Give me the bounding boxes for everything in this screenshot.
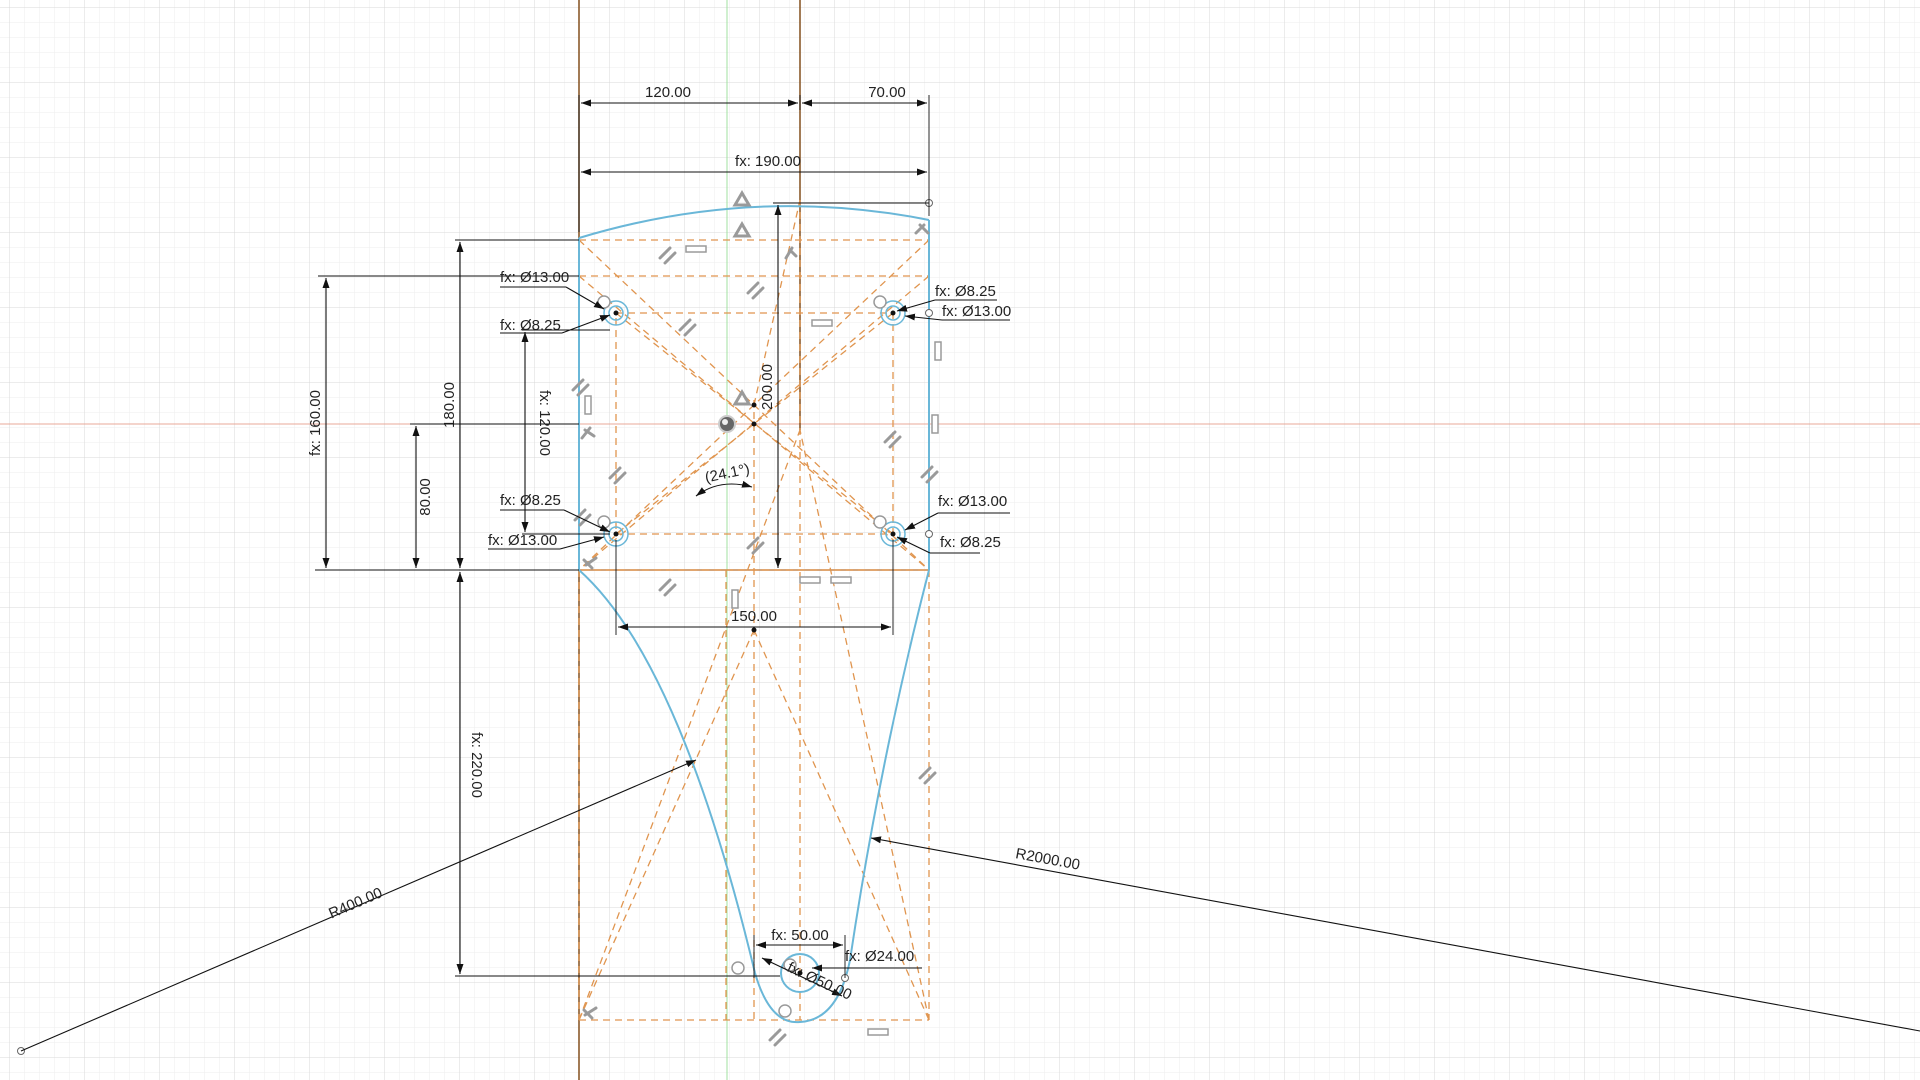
vertical-icon bbox=[584, 395, 592, 415]
dimension-dia-bottom-left[interactable]: fx: Ø8.25 fx: Ø13.00 bbox=[488, 492, 611, 550]
svg-text:fx: Ø13.00: fx: Ø13.00 bbox=[938, 493, 1007, 510]
parallel-icon bbox=[658, 246, 677, 265]
tangent-icon bbox=[873, 515, 887, 529]
svg-text:70.00: 70.00 bbox=[868, 84, 906, 101]
parallel-icon bbox=[918, 766, 937, 785]
tangent-icon bbox=[597, 515, 611, 529]
parallel-icon bbox=[768, 1028, 787, 1047]
dimension-height-80[interactable]: 80.00 bbox=[410, 423, 579, 568]
dimension-dia-bottom-right[interactable]: fx: Ø13.00 fx: Ø8.25 bbox=[896, 493, 1010, 554]
perpendicular-icon bbox=[914, 223, 930, 235]
dimension-top-left-width[interactable]: 120.00 bbox=[578, 84, 801, 232]
horizontal-icon bbox=[867, 1028, 889, 1036]
fix-icon bbox=[732, 190, 752, 207]
svg-text:180.00: 180.00 bbox=[441, 382, 458, 428]
parallel-icon bbox=[608, 466, 627, 485]
tangent-icon bbox=[778, 1004, 792, 1018]
perpendicular-icon bbox=[582, 556, 598, 570]
hole-top-left-outer bbox=[603, 300, 629, 326]
svg-text:fx: 220.00: fx: 220.00 bbox=[468, 732, 485, 798]
dimension-width-50[interactable]: fx: 50.00 bbox=[753, 927, 846, 978]
fix-icon bbox=[732, 221, 752, 238]
svg-text:fx: Ø8.25: fx: Ø8.25 bbox=[935, 283, 996, 300]
svg-text:fx: Ø13.00: fx: Ø13.00 bbox=[500, 269, 569, 286]
origin-point[interactable] bbox=[718, 415, 736, 433]
svg-text:fx: 190.00: fx: 190.00 bbox=[735, 153, 801, 170]
svg-text:80.00: 80.00 bbox=[417, 478, 434, 516]
tangent-icon bbox=[731, 961, 745, 975]
svg-text:fx: 160.00: fx: 160.00 bbox=[307, 390, 324, 456]
parallel-icon bbox=[658, 578, 677, 597]
svg-text:fx: Ø24.00: fx: Ø24.00 bbox=[845, 948, 914, 965]
hole-top-right-inner bbox=[885, 305, 901, 321]
parallel-icon bbox=[883, 430, 902, 449]
svg-text:fx: Ø8.25: fx: Ø8.25 bbox=[500, 492, 561, 509]
svg-text:fx: 50.00: fx: 50.00 bbox=[771, 927, 829, 944]
dimension-width-150[interactable]: 150.00 bbox=[615, 540, 894, 635]
perpendicular-icon bbox=[580, 426, 596, 440]
svg-text:150.00: 150.00 bbox=[731, 608, 777, 625]
fix-icon bbox=[732, 389, 752, 406]
horizontal-icon bbox=[811, 319, 833, 327]
perpendicular-icon bbox=[784, 246, 798, 260]
hole-top-right-outer bbox=[880, 300, 906, 326]
parallel-icon bbox=[920, 465, 939, 484]
vertical-icon bbox=[934, 341, 942, 361]
svg-text:200.00: 200.00 bbox=[759, 364, 776, 410]
vertical-icon bbox=[731, 589, 739, 609]
dimension-top-right-width[interactable]: 70.00 bbox=[802, 84, 930, 216]
svg-text:fx: 120.00: fx: 120.00 bbox=[536, 390, 553, 456]
dimension-overall-width[interactable]: fx: 190.00 bbox=[581, 153, 927, 176]
parallel-icon bbox=[746, 536, 765, 555]
parallel-icon bbox=[678, 318, 697, 337]
svg-text:fx: Ø8.25: fx: Ø8.25 bbox=[500, 317, 561, 334]
svg-text:fx: Ø13.00: fx: Ø13.00 bbox=[488, 532, 557, 549]
dimension-height-220[interactable]: fx: 220.00 bbox=[455, 572, 780, 977]
dimension-dia-top-left[interactable]: fx: Ø13.00 fx: Ø8.25 bbox=[500, 269, 611, 334]
horizontal-icon bbox=[685, 245, 707, 253]
horizontal-icon bbox=[830, 576, 852, 584]
parallel-icon bbox=[746, 281, 765, 300]
tangent-icon bbox=[873, 295, 887, 309]
hole-top-left-inner bbox=[608, 305, 624, 321]
svg-text:fx: Ø8.25: fx: Ø8.25 bbox=[940, 534, 1001, 551]
dimension-height-160[interactable]: fx: 160.00 bbox=[307, 275, 579, 568]
dimension-height-120[interactable]: fx: 120.00 bbox=[521, 329, 610, 535]
horizontal-icon bbox=[799, 576, 821, 584]
parallel-icon bbox=[571, 378, 590, 397]
dimension-height-200[interactable]: 200.00 bbox=[759, 202, 929, 568]
dimension-dia-top-right[interactable]: fx: Ø8.25 fx: Ø13.00 bbox=[896, 283, 1011, 321]
vertical-icon bbox=[931, 414, 939, 434]
perpendicular-icon bbox=[582, 1006, 598, 1020]
svg-text:fx: Ø13.00: fx: Ø13.00 bbox=[942, 303, 1011, 320]
dimension-height-180[interactable]: 180.00 bbox=[315, 239, 579, 571]
svg-text:120.00: 120.00 bbox=[645, 84, 691, 101]
